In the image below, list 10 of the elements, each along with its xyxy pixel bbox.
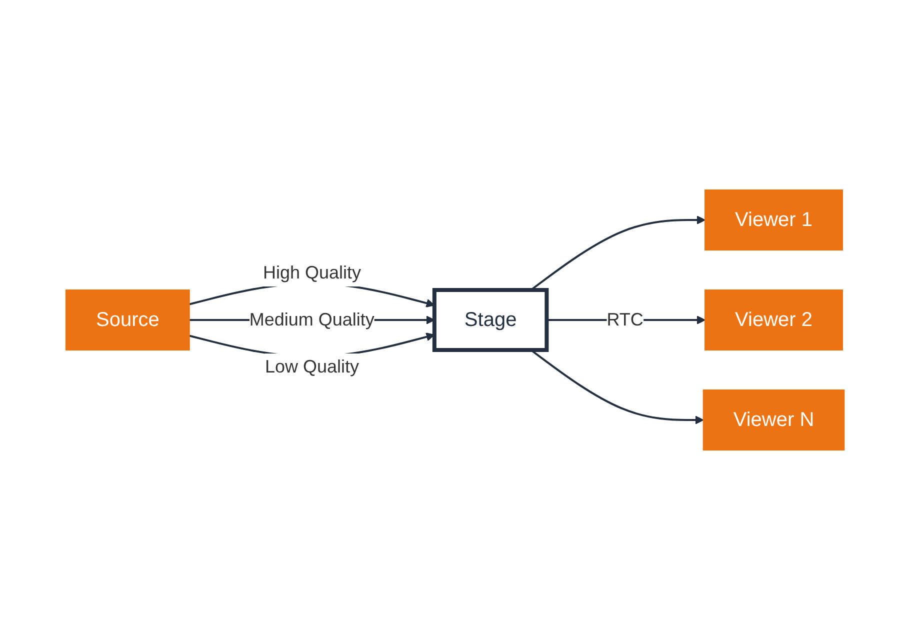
node-box: Viewer 2 bbox=[704, 289, 843, 350]
arrow bbox=[530, 215, 706, 290]
node-box: Stage bbox=[432, 288, 549, 352]
edge-label: Low Quality bbox=[264, 356, 359, 376]
edge-label: RTC bbox=[606, 309, 644, 329]
node-box: Source bbox=[65, 289, 190, 350]
edge-label: High Quality bbox=[262, 262, 361, 282]
node-box: Viewer N bbox=[702, 389, 845, 450]
edge-label: Medium Quality bbox=[249, 309, 374, 329]
node-box: Viewer 1 bbox=[704, 189, 843, 250]
